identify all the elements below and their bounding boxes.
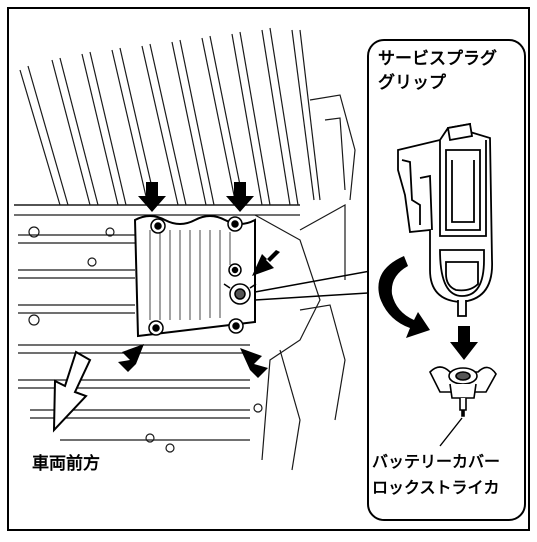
label-service-plug-grip-line2: グリップ [378,73,446,93]
striker-on-cover [223,283,257,305]
service-plug-grip [397,122,493,317]
leader-line [439,417,463,447]
rotate-arrow-icon [378,256,430,338]
label-service-plug-grip-line1: サービスプラグ [378,49,497,69]
battery-pack-drawing [14,27,356,471]
diagonal-arrow-icon [240,348,268,378]
callout-wedge [254,267,388,301]
diagonal-arrow-icon [252,250,280,276]
diagonal-arrow-icon [118,344,144,372]
battery-cover-lock-striker [429,366,497,417]
label-vehicle-front: 車両前方 [32,454,100,474]
cover-bolts [148,216,244,336]
down-arrow-icon [138,182,166,212]
hollow-arrow-icon [52,350,92,433]
service-hole-cover [133,215,257,338]
down-arrow-icon [450,326,478,360]
upper-ribs [19,27,321,206]
label-battery-cover-lock-line1: バッテリーカバー [372,452,501,471]
down-arrow-icon [226,182,254,212]
label-battery-cover-lock-line2: ロックストライカ [372,478,500,497]
black-arrows [118,182,280,378]
